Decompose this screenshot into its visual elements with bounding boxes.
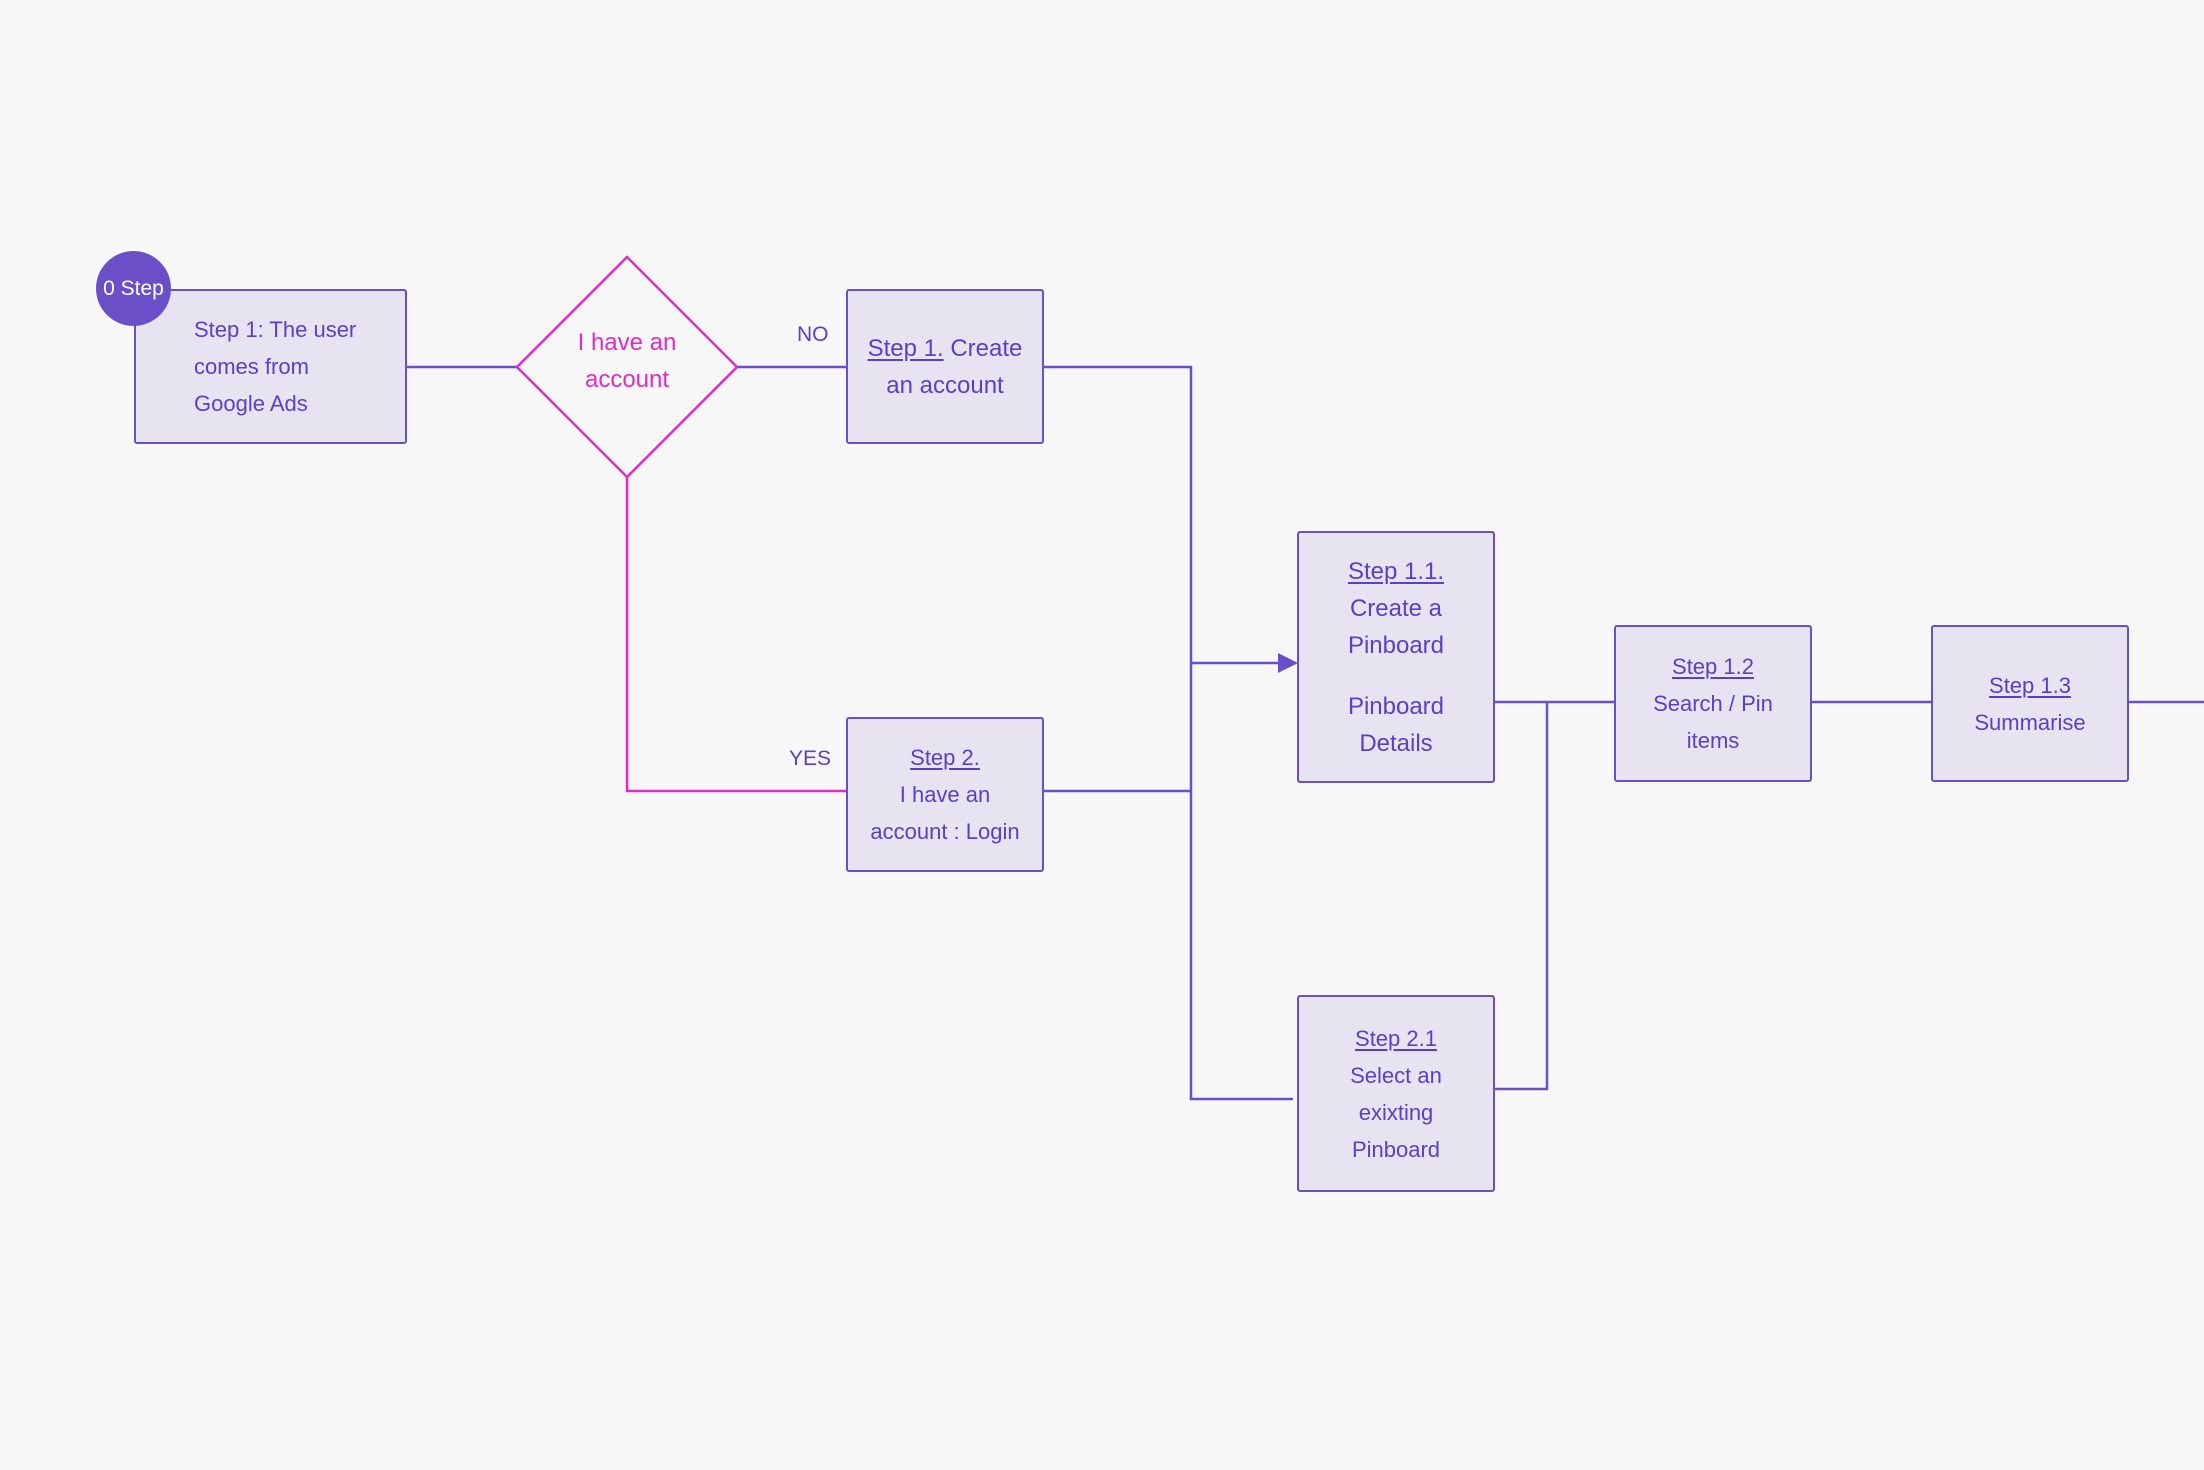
entry-line-3: Google Ads [194, 391, 308, 416]
step-2-link[interactable]: Step 2. [910, 745, 980, 770]
create-pinboard-line-3: Pinboard [1347, 631, 1445, 659]
step-1-2-link[interactable]: Step 1.2 [1672, 654, 1754, 679]
node-login[interactable]: Step 2. I have an account : Login [846, 717, 1044, 872]
edge-label-no: NO [797, 323, 829, 346]
create-pinboard-line-2: Create a [1349, 594, 1443, 622]
connector-create-account-to-bus [1043, 365, 1293, 1101]
node-create-pinboard[interactable]: Step 1.1. Create a Pinboard Pinboard Det… [1297, 531, 1495, 783]
step-1-1-link[interactable]: Step 1.1. [1347, 557, 1445, 585]
connector-decision-yes [625, 477, 847, 793]
create-account-line-2: an account [886, 371, 1004, 399]
search-pin-line-2: Search / Pin [1653, 691, 1773, 716]
step-badge: 0 Step [96, 251, 171, 326]
create-pinboard-line-4: Pinboard [1347, 692, 1445, 720]
step-2-1-link[interactable]: Step 2.1 [1355, 1025, 1437, 1051]
select-pinboard-line-2: Select an [1350, 1062, 1442, 1088]
select-pinboard-line-4: Pinboard [1351, 1136, 1441, 1162]
connector-select-pinboard-to-search [1494, 702, 1549, 1091]
node-select-pinboard[interactable]: Step 2.1 Select an exixting Pinboard [1297, 995, 1495, 1192]
edge-label-yes: YES [789, 747, 832, 770]
step-1-3-link[interactable]: Step 1.3 [1989, 672, 2071, 698]
create-account-line-1: Step 1. Create [868, 330, 1023, 367]
step-1-link[interactable]: Step 1. [867, 334, 944, 362]
node-summarise[interactable]: Step 1.3 Summarise [1931, 625, 2129, 782]
decision-line-1: I have an [577, 329, 677, 356]
entry-line-1: Step 1: The user [194, 317, 357, 342]
decision-line-2: account [584, 366, 670, 393]
node-entry-google-ads[interactable]: Step 1: The user comes from Google Ads [134, 289, 407, 444]
login-line-2: I have an [899, 782, 991, 807]
create-account-text: Create [943, 334, 1023, 362]
login-line-3: account : Login [870, 819, 1020, 844]
decision-label: I have an account [537, 324, 717, 398]
select-pinboard-line-3: exixting [1358, 1099, 1434, 1125]
create-pinboard-line-5: Details [1359, 729, 1433, 757]
node-create-account[interactable]: Step 1. Create an account [846, 289, 1044, 444]
summarise-line-2: Summarise [1974, 709, 2086, 735]
node-search-pin[interactable]: Step 1.2 Search / Pin items [1614, 625, 1812, 782]
entry-line-2: comes from [194, 354, 309, 379]
search-pin-line-3: items [1686, 728, 1740, 753]
